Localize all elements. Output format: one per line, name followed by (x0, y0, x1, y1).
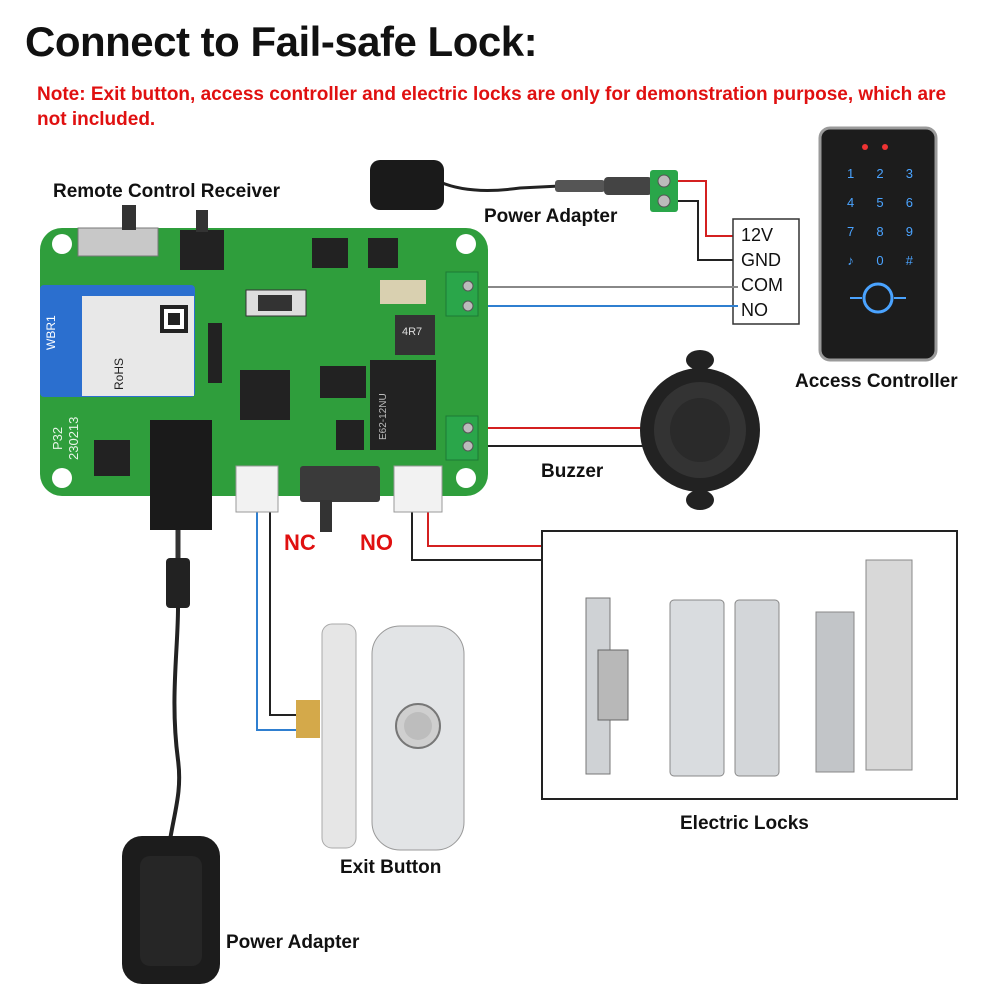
keypad-key: # (905, 253, 913, 268)
access-controller-label: Access Controller (795, 371, 958, 392)
keypad-key: 2 (876, 166, 884, 181)
keypad-key: 1 (847, 166, 855, 181)
exit-button-device (296, 623, 465, 851)
nc-terminal-label: NC (284, 530, 316, 555)
inductor-text: 4R7 (402, 326, 423, 338)
keypad-key: 6 (905, 195, 913, 210)
keypad-key: 5 (876, 195, 884, 210)
terminal-no: NO (741, 300, 768, 320)
terminal-gnd: GND (741, 250, 781, 270)
electric-locks-images (585, 559, 913, 777)
keypad-key: ♪ (847, 253, 854, 268)
relay-text: E62-12NU (378, 393, 389, 440)
page-title: Connect to Fail-safe Lock: (25, 18, 538, 65)
keypad-key: 3 (905, 166, 913, 181)
terminal-12v: 12V (741, 225, 774, 245)
exit-button-label: Exit Button (340, 857, 442, 878)
buzzer-label: Buzzer (541, 461, 604, 482)
power-adapter-top-label: Power Adapter (484, 206, 618, 227)
keypad-key: 9 (905, 224, 913, 239)
remote-control-receiver-label: Remote Control Receiver (53, 181, 281, 202)
keypad-key: 7 (847, 224, 855, 239)
power-adapter-top-device (370, 160, 444, 210)
keypad-key: 0 (876, 253, 884, 268)
pcb-label: P32 (50, 426, 65, 450)
keypad-key: 8 (876, 224, 884, 239)
rohs-mark: RoHS (112, 357, 126, 390)
power-adapter-bottom-device (122, 836, 220, 984)
terminal-com: COM (741, 275, 783, 295)
electric-locks-label: Electric Locks (680, 813, 809, 834)
controller-board (40, 205, 488, 532)
disclaimer-note: Note: Exit button, access controller and… (37, 84, 947, 130)
pcb-date: 230213 (66, 416, 81, 460)
no-terminal-label: NO (360, 530, 393, 555)
keypad-key: 4 (847, 195, 855, 210)
keypad: 1 2 3 4 5 6 7 8 9 ♪ 0 # (836, 166, 924, 268)
buzzer-device (640, 350, 760, 510)
module-brand: WBR1 (44, 315, 58, 350)
access-controller-device (818, 126, 938, 362)
power-adapter-bottom-label: Power Adapter (226, 932, 360, 953)
